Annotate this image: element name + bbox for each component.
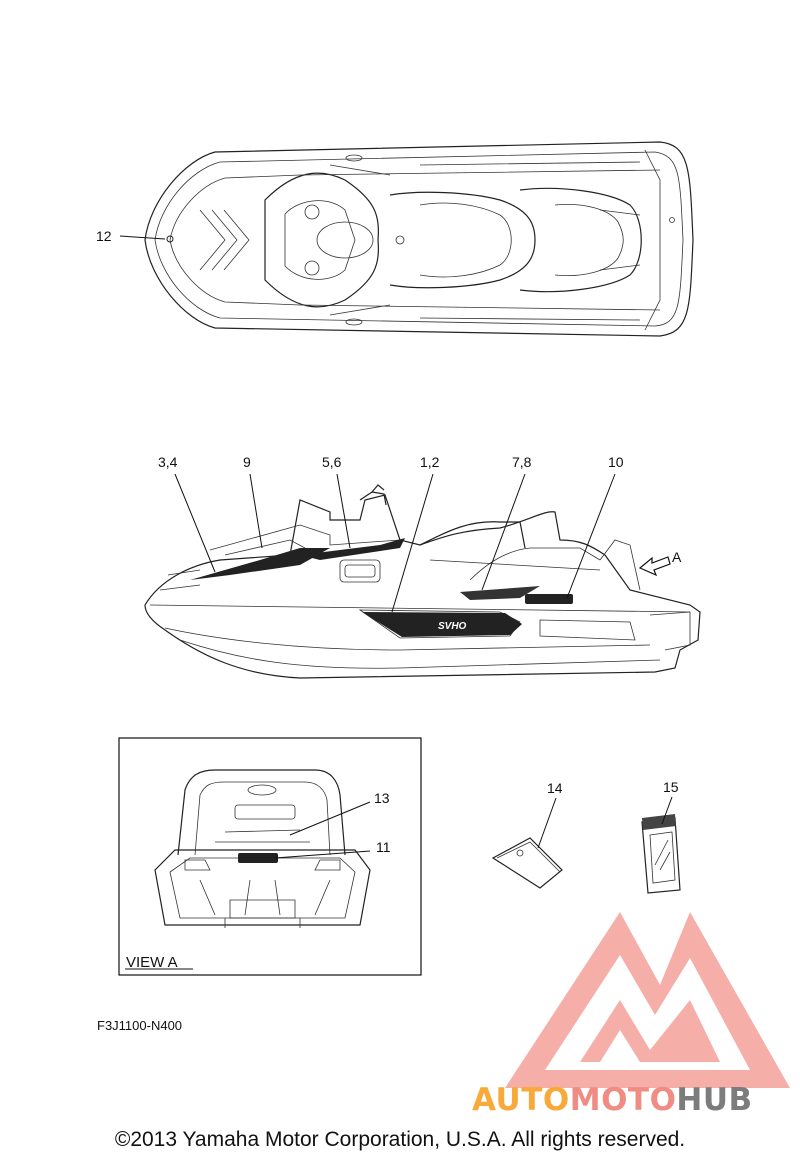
view-a-arrow-icon: A — [638, 549, 682, 577]
callout-7-8: 7,8 — [481, 454, 532, 591]
side-view-hull: SVHO — [144, 484, 701, 679]
part-15-document-icon — [641, 814, 681, 894]
watermark-part-hub: HUB — [676, 1082, 752, 1118]
watermark-part-moto: MOTO — [570, 1082, 677, 1118]
callout-label-10: 10 — [608, 454, 624, 470]
watermark-part-auto: AUTO — [472, 1082, 570, 1118]
callout-label-11: 11 — [376, 839, 391, 855]
callout-12: 12 — [96, 228, 166, 244]
svg-text:AUTOMOTOHUB: AUTOMOTOHUB — [472, 1082, 753, 1118]
copyright-notice: ©2013 Yamaha Motor Corporation, U.S.A. A… — [114, 1128, 686, 1151]
callout-label-14: 14 — [547, 780, 563, 796]
view-a-panel: VIEW A — [118, 737, 422, 976]
callout-5-6: 5,6 — [322, 454, 351, 549]
callout-label-12: 12 — [96, 228, 112, 244]
view-a-arrow-label: A — [672, 549, 682, 565]
callout-9: 9 — [243, 454, 263, 549]
side-decal-text: SVHO — [438, 621, 467, 632]
callout-label-7-8: 7,8 — [512, 454, 532, 470]
view-a-title: VIEW A — [126, 954, 178, 971]
callout-label-9: 9 — [243, 454, 251, 470]
callout-13: 13 — [289, 790, 390, 836]
figure-code: F3J1100-N400 — [97, 1018, 182, 1033]
callout-label-1-2: 1,2 — [420, 454, 440, 470]
top-view-hull — [144, 141, 694, 337]
callout-15: 15 — [661, 779, 679, 825]
callout-11: 11 — [274, 839, 391, 859]
watermark-logo-icon — [505, 912, 790, 1088]
watermark-text: AUTOMOTOHUB — [472, 1082, 753, 1118]
callout-label-3-4: 3,4 — [158, 454, 178, 470]
part-14-pouch-icon — [491, 837, 563, 889]
callout-10: 10 — [566, 454, 624, 599]
callout-label-13: 13 — [374, 790, 390, 806]
callout-label-5-6: 5,6 — [322, 454, 342, 470]
callout-1-2: 1,2 — [391, 454, 440, 613]
callout-label-15: 15 — [663, 779, 679, 795]
callout-14: 14 — [537, 780, 563, 849]
callout-3-4: 3,4 — [158, 454, 216, 573]
